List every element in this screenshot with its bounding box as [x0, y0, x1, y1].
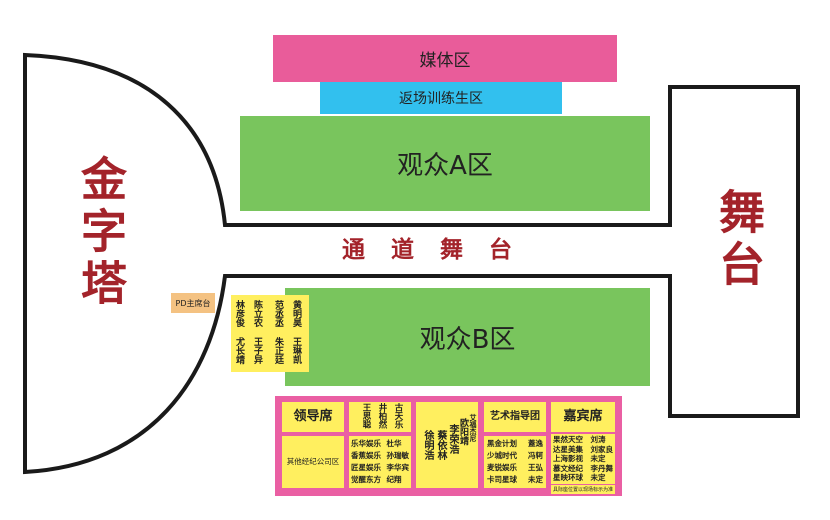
guests-list-cell: 果然天空 达星美集 上海影视 慕文经纪 星映环球 刘涛 刘家良 未定 李丹舞 未…: [551, 434, 615, 484]
mentor-name: 范丞丞: [273, 300, 283, 327]
art-rep: 未定: [528, 475, 543, 484]
footnote: 具际座位置以现场标示为准: [552, 486, 613, 493]
company-name: 觉醒东方: [351, 475, 381, 484]
company-rep: 孙瑞敏: [386, 451, 410, 460]
leaders-title: 领导席: [293, 409, 333, 424]
mentor-name: 王琳凯: [291, 337, 301, 364]
guest-name: 刘涛: [590, 435, 606, 444]
guest-name: 未定: [590, 473, 606, 482]
pd-seat-label: PD主席台: [175, 298, 211, 308]
vip-name: 古天乐: [393, 403, 403, 429]
guest-company: 达星美集: [553, 444, 583, 454]
return-trainee-zone: 返场训练生区: [320, 82, 562, 114]
mid-name: 蔡依林: [435, 430, 446, 460]
company-name: 乐华娱乐: [351, 439, 381, 448]
stage-label: 舞台: [712, 188, 766, 292]
leaders-note-cell: 其他经纪公司区: [282, 436, 344, 488]
companies-cell: 乐华娱乐 香蕉娱乐 匠星娱乐 觉醒东方 杜华 孙瑞敏 李华宾 纪翔: [349, 436, 411, 488]
audience-b-zone: 观众B区: [285, 288, 650, 386]
vip-names-cell: 王思聪 井柏然 古天乐: [349, 402, 411, 432]
art-item: 麦锐娱乐: [487, 463, 517, 472]
mentor-name: 黄明昊: [291, 300, 301, 327]
media-zone-label: 媒体区: [419, 51, 471, 71]
art-rep: 冯轲: [528, 451, 543, 460]
mentor-name: 王子异: [252, 337, 262, 364]
art-item: 少城时代: [487, 451, 517, 460]
guests-title-cell: 嘉宾席: [551, 402, 615, 432]
mentor-block: 林彦俊 尤长靖 陈立农 王子异 范丞丞 朱正廷 黄明昊 王琳凯: [231, 295, 309, 372]
vip-name: 王思聪: [361, 403, 371, 429]
audience-b-label: 观众B区: [419, 324, 516, 355]
art-list-cell: 黑金计划 少城时代 麦锐娱乐 卡司星球 蓋逸 冯轲 王弘 未定: [484, 436, 546, 488]
media-zone: 媒体区: [273, 35, 617, 82]
mentor-name: 陈立农: [252, 300, 262, 327]
audience-a-label: 观众A区: [397, 151, 493, 181]
art-title-cell: 艺术指导团: [484, 402, 546, 432]
art-item: 黑金计划: [487, 439, 517, 448]
company-name: 匠星娱乐: [351, 463, 381, 472]
audience-a-zone: 观众A区: [240, 116, 650, 211]
art-rep: 王弘: [528, 463, 543, 472]
mentor-name: 尤长靖: [234, 337, 244, 364]
pyramid-label: 金字塔: [74, 155, 128, 311]
runway-label: 通道舞台: [342, 237, 538, 263]
company-name: 香蕉娱乐: [351, 451, 381, 460]
return-trainee-label: 返场训练生区: [399, 91, 483, 107]
mentor-name: 朱正廷: [273, 337, 283, 364]
company-rep: 纪翔: [386, 475, 402, 484]
guest-company: 果然天空: [553, 435, 583, 444]
guest-company: 上海影视: [553, 454, 583, 463]
guest-company: 慕文经纪: [553, 463, 583, 473]
mid-name: 艾福杰尼: [469, 414, 477, 442]
guest-name: 李丹舞: [590, 463, 614, 473]
guest-name: 未定: [590, 454, 606, 463]
company-rep: 杜华: [386, 439, 402, 448]
pd-seat: PD主席台: [171, 293, 215, 313]
guest-company: 星映环球: [553, 473, 583, 482]
mentor-name: 林彦俊: [234, 300, 244, 327]
art-rep: 蓋逸: [528, 439, 543, 448]
leaders-note: 其他经纪公司区: [286, 457, 340, 466]
company-rep: 李华宾: [386, 463, 410, 472]
mid-name: 欧阳靖: [458, 418, 468, 445]
vip-name: 井柏然: [377, 403, 387, 429]
art-item: 卡司星球: [487, 475, 517, 484]
art-title: 艺术指导团: [490, 411, 540, 422]
mid-name: 李荣浩: [447, 424, 458, 454]
guests-title: 嘉宾席: [563, 409, 603, 424]
guest-name: 刘家良: [590, 444, 614, 454]
mid-name: 徐明浩: [422, 430, 433, 460]
leaders-title-cell: 领导席: [282, 402, 344, 432]
footnote-cell: 具际座位置以现场标示为准: [551, 485, 615, 494]
mid-names-cell: 徐明浩 蔡依林 李荣浩 欧阳靖 艾福杰尼: [416, 402, 478, 488]
